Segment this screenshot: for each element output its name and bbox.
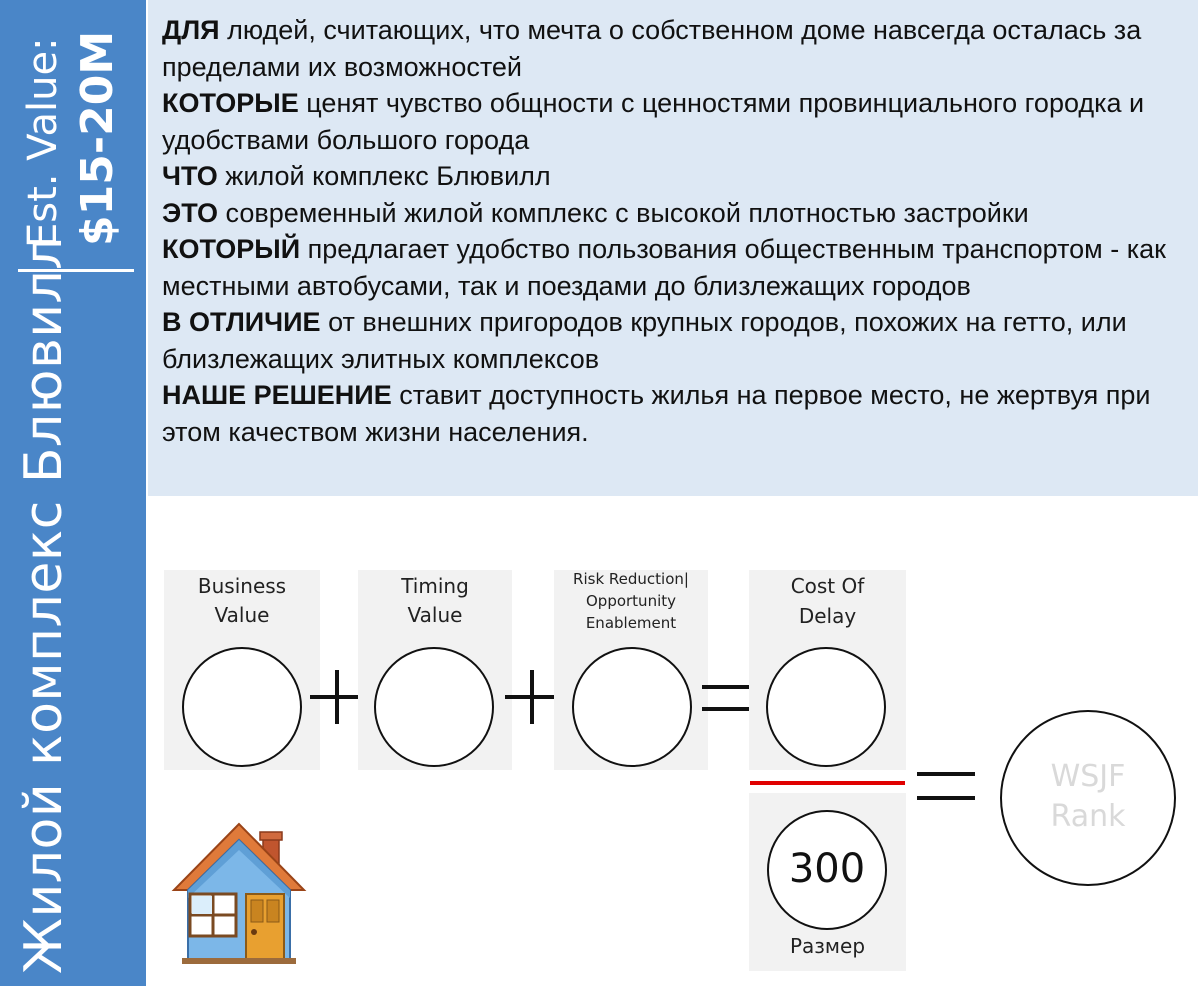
wsjf-rank-circle[interactable]: WSJF Rank	[1000, 710, 1176, 886]
wsjf-formula: Business Value Timing Value Risk Reducti…	[148, 496, 1198, 986]
keyword: ЧТО	[162, 161, 218, 191]
keyword: КОТОРЫЕ	[162, 88, 299, 118]
statement-text: людей, считающих, что мечта о собственно…	[162, 15, 1142, 82]
timing-value-label-line2: Value	[407, 603, 463, 627]
statement-text: предлагает удобство пользования обществе…	[162, 234, 1166, 301]
cost-of-delay-label-line2: Delay	[798, 604, 857, 628]
statement-text: жилой комплекс Блювилл	[217, 161, 551, 191]
statement-line-the: ЧТО жилой комплекс Блювилл	[162, 158, 1192, 195]
size-value: 300	[788, 846, 866, 892]
estimated-value-label: Est. Value:	[20, 37, 66, 248]
estimated-value: $15-20M	[72, 30, 123, 246]
equals-icon	[917, 772, 975, 802]
statement-line-unlike: В ОТЛИЧИЕ от внешних пригородов крупных …	[162, 304, 1192, 377]
risk-reduction-label-line1: Risk Reduction|	[573, 570, 689, 588]
size-circle[interactable]: 300	[767, 810, 887, 930]
risk-reduction-circle[interactable]	[572, 647, 692, 767]
statement-text: ставит доступность жилья на первое место…	[162, 380, 1151, 447]
statement-line-is: ЭТО современный жилой комплекс с высокой…	[162, 195, 1192, 232]
statement-line-who: КОТОРЫЕ ценят чувство общности с ценност…	[162, 85, 1192, 158]
fraction-divider	[750, 781, 905, 785]
wsjf-rank-label-line1: WSJF	[1050, 759, 1126, 794]
keyword: КОТОРЫЙ	[162, 234, 301, 264]
cost-of-delay-circle[interactable]	[766, 647, 886, 767]
business-value-circle[interactable]	[182, 647, 302, 767]
equals-icon	[702, 685, 760, 713]
statement-text: ценят чувство общности с ценностями пров…	[162, 88, 1145, 155]
sidebar: Жилой комплекс Блювилл Est. Value: $15-2…	[0, 0, 146, 986]
statement-text: современный жилой комплекс с высокой пло…	[218, 197, 1029, 228]
cost-of-delay-label-line1: Cost Of	[790, 574, 865, 598]
business-value-label-line2: Value	[214, 603, 270, 627]
timing-value-label-line1: Timing	[401, 574, 469, 598]
vision-statement: ДЛЯ людей, считающих, что мечта о собств…	[162, 12, 1192, 450]
business-value-label-line1: Business	[197, 574, 287, 598]
statement-line-our-solution: НАШЕ РЕШЕНИЕ ставит доступность жилья на…	[162, 377, 1192, 450]
plus-icon	[505, 670, 559, 724]
risk-reduction-label-line3: Enablement	[585, 614, 677, 632]
statement-line-for: ДЛЯ людей, считающих, что мечта о собств…	[162, 12, 1192, 85]
keyword: ДЛЯ	[162, 15, 220, 45]
house-icon	[168, 818, 310, 968]
sidebar-divider	[18, 269, 134, 272]
statement-line-that: КОТОРЫЙ предлагает удобство пользования …	[162, 231, 1192, 304]
keyword: НАШЕ РЕШЕНИЕ	[162, 380, 392, 410]
statement-text: от внешних пригородов крупных городов, п…	[162, 307, 1127, 374]
risk-reduction-label-line2: Opportunity	[585, 592, 676, 610]
keyword: ЭТО	[162, 197, 219, 228]
wsjf-rank-label-line2: Rank	[1050, 799, 1126, 834]
vision-statement-panel: ДЛЯ людей, считающих, что мечта о собств…	[148, 0, 1198, 496]
size-label: Размер	[789, 934, 866, 958]
sidebar-rotated-content: Жилой комплекс Блювилл Est. Value: $15-2…	[0, 0, 146, 986]
keyword: В ОТЛИЧИЕ	[162, 307, 321, 337]
project-title: Жилой комплекс Блювилл	[14, 236, 74, 974]
timing-value-circle[interactable]	[374, 647, 494, 767]
plus-icon	[310, 670, 364, 724]
